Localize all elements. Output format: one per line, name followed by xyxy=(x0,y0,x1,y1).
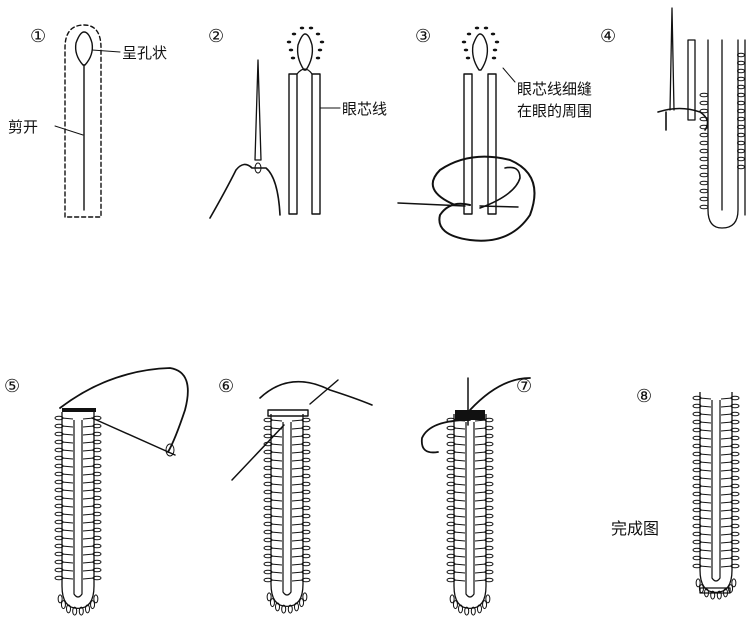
step-8-marker: ⑧ xyxy=(636,386,652,407)
thread-loop xyxy=(433,157,535,241)
label-finished: 完成图 xyxy=(611,519,659,538)
leader-hole xyxy=(92,50,120,52)
label-cut-open: 剪开 xyxy=(8,118,38,136)
step-7-panel: ⑦ xyxy=(422,376,532,615)
buttonhole-stitched xyxy=(264,414,310,613)
core-strip-right xyxy=(312,74,320,214)
step-8-panel: ⑧ 完成图 xyxy=(611,386,739,599)
step-2-marker: ② xyxy=(208,26,224,47)
leader-core-stitch xyxy=(503,68,515,82)
needle xyxy=(92,418,175,455)
thread-loop-inner xyxy=(480,167,520,208)
leader-cut xyxy=(55,126,83,135)
label-around-eyelet: 在眼的周围 xyxy=(517,102,592,120)
bar-tack xyxy=(455,410,485,420)
core-strip-right xyxy=(488,74,496,214)
buttonhole-partial xyxy=(708,40,738,228)
step-4-marker: ④ xyxy=(600,26,616,47)
thread xyxy=(260,382,372,405)
step-3-marker: ③ xyxy=(415,26,431,47)
eyelet-hole xyxy=(473,34,488,70)
buttonhole-stitched xyxy=(55,412,101,615)
cut-outline-dashed xyxy=(65,25,101,217)
step-6-panel: ⑥ xyxy=(218,376,372,613)
step-5-marker: ⑤ xyxy=(4,376,20,397)
needle xyxy=(670,8,674,110)
buttonhole-stitched xyxy=(447,414,493,615)
needle xyxy=(255,60,261,160)
step-4-panel: ④ xyxy=(600,8,745,228)
step-5-panel: ⑤ xyxy=(4,368,188,615)
step-3-panel: ③ 眼芯线细缝 在眼的周围 xyxy=(398,26,592,241)
step-2-panel: ② 眼芯线 xyxy=(208,26,387,218)
eyelet-dots xyxy=(462,27,499,60)
core-strip-left xyxy=(289,74,297,214)
buttonhole-edge-right xyxy=(722,40,745,215)
eyelet-dots xyxy=(287,27,324,60)
label-core-thread: 眼芯线 xyxy=(342,100,387,118)
thread xyxy=(210,164,280,218)
bar-tack xyxy=(268,410,308,416)
label-core-stitch: 眼芯线细缝 xyxy=(517,80,592,98)
core-strip-left xyxy=(464,74,472,214)
step-6-marker: ⑥ xyxy=(218,376,234,397)
buttonhole-finished xyxy=(693,392,739,599)
eyelet-hole xyxy=(298,34,313,70)
core-strip xyxy=(688,40,695,120)
step-1-marker: ① xyxy=(30,26,46,47)
eyelet-hole xyxy=(76,32,93,65)
step-1-panel: ① 呈孔状 剪开 xyxy=(8,25,167,217)
label-hole-shape: 呈孔状 xyxy=(122,44,167,62)
